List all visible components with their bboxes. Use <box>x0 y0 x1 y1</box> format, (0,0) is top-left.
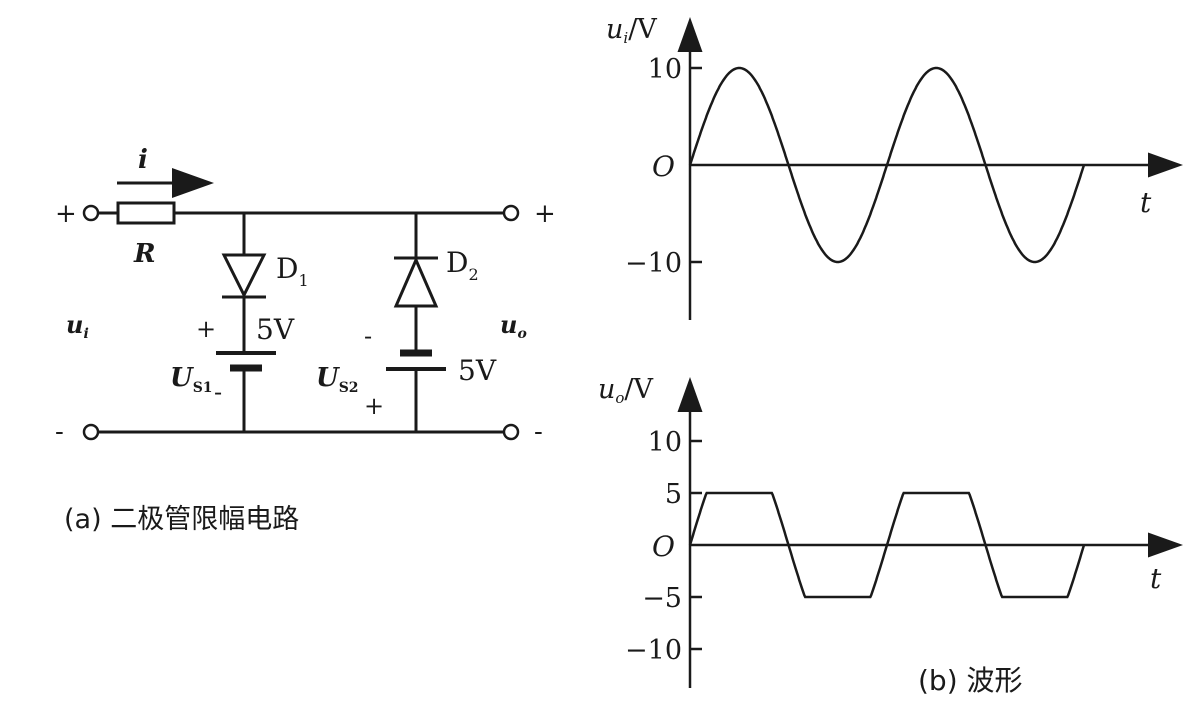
chart1-ytick-label-1: −10 <box>625 248 682 279</box>
us2-plus-sign: + <box>364 392 384 420</box>
us2-label: US2 <box>316 363 359 396</box>
output-voltage-label: uo <box>500 310 527 342</box>
diode-d2-symbol <box>393 256 439 308</box>
us1-label: US1 <box>170 363 213 396</box>
uo-clipped-curve <box>688 491 1086 599</box>
chart2-ytick-label-3: −10 <box>625 635 682 666</box>
current-label: i <box>138 145 148 175</box>
ui-waveform-chart: ui/V t O 10 −10 <box>606 14 1183 320</box>
input-voltage-label: ui <box>66 310 89 342</box>
diode-d2-label: D2 <box>446 246 479 284</box>
resistor-label: R <box>133 239 156 269</box>
input-minus-sign: - <box>55 417 64 447</box>
ui-sine-curve <box>688 66 1086 264</box>
chart2-origin: O <box>652 530 675 563</box>
chart2-ytick-label-0: 10 <box>648 427 682 458</box>
output-minus-sign: - <box>534 417 543 447</box>
input-plus-sign: + <box>55 199 77 229</box>
terminal-in-bottom <box>82 423 100 441</box>
us2-voltage-label: 5V <box>458 354 497 387</box>
chart1-x-label: t <box>1140 186 1152 219</box>
caption-b: (b) 波形 <box>918 664 1023 697</box>
terminal-out-top <box>502 204 520 222</box>
chart2-ytick-label-2: −5 <box>642 583 682 614</box>
us1-voltage-label: 5V <box>256 313 295 346</box>
us1-minus-sign: - <box>214 378 222 406</box>
chart1-origin: O <box>652 150 675 183</box>
output-plus-sign: + <box>534 199 556 229</box>
limiter-circuit: i R + - + - ui uo D1 D2 + 5V US1 - - 5V … <box>55 145 556 535</box>
chart2-ytick-label-1: 5 <box>665 479 682 510</box>
terminal-out-bottom <box>502 423 520 441</box>
us1-plus-sign: + <box>196 315 216 343</box>
us2-minus-sign: - <box>364 322 372 350</box>
chart2-y-label: uo/V <box>598 374 654 407</box>
resistor-r <box>116 201 176 225</box>
chart1-y-label: ui/V <box>606 14 657 47</box>
uo-waveform-chart: uo/V t O 10 5 −5 −10 (b) 波形 <box>598 374 1183 697</box>
terminal-in-top <box>82 204 100 222</box>
diode-d1-symbol <box>221 253 267 299</box>
chart1-ytick-label-0: 10 <box>648 54 682 85</box>
chart2-x-label: t <box>1150 562 1162 595</box>
diode-d1-label: D1 <box>276 252 309 290</box>
caption-a: (a) 二极管限幅电路 <box>64 504 299 535</box>
